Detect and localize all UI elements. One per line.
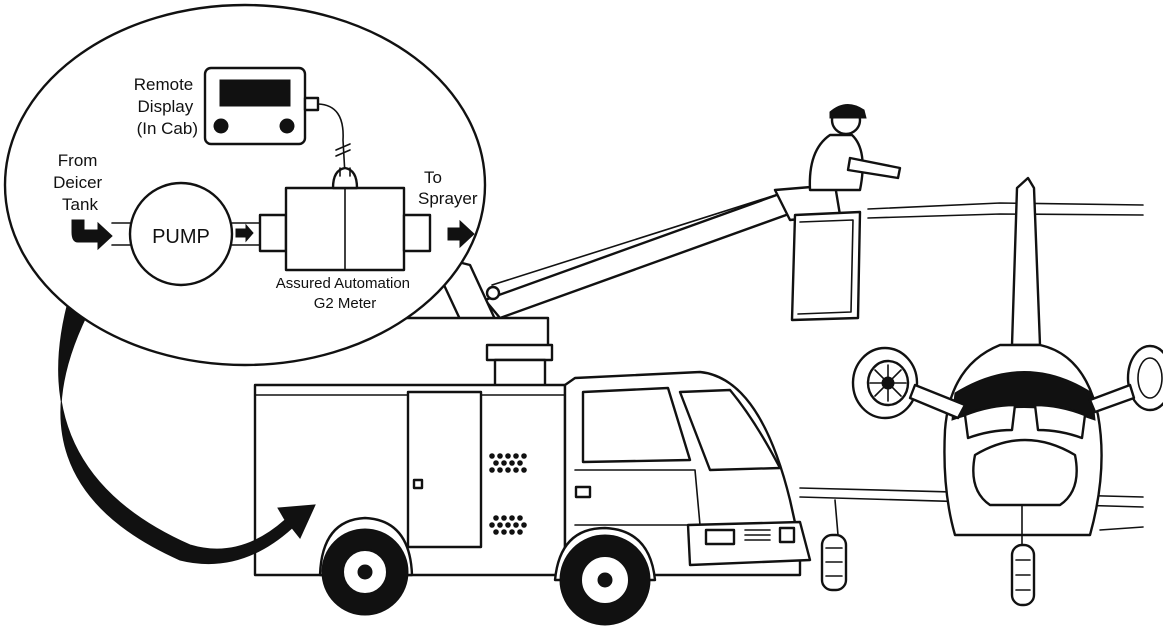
remote-display-label-line2: Display xyxy=(138,97,194,116)
arrow-out-icon xyxy=(447,219,475,249)
remote-display xyxy=(203,66,351,176)
svg-text:From Deicer Tank: From Deicer Tank xyxy=(53,151,107,214)
g2-meter xyxy=(258,166,432,272)
front-wheel xyxy=(553,526,657,626)
to-label-line1: To xyxy=(424,168,442,187)
rear-wheel xyxy=(318,516,414,616)
bucket xyxy=(790,210,862,322)
meter-label-line1: Assured Automation xyxy=(276,275,410,292)
remote-display-label-line3: (In Cab) xyxy=(137,119,198,138)
meter-label-line2: G2 Meter xyxy=(314,295,377,312)
airplane xyxy=(799,176,1163,607)
curved-arrow-icon xyxy=(58,294,316,565)
vent-grille xyxy=(489,453,527,535)
nose-gear xyxy=(1010,504,1036,607)
pump xyxy=(111,181,261,287)
worker xyxy=(808,104,902,192)
main-gear xyxy=(820,499,848,592)
from-label-line2: Deicer xyxy=(53,173,102,192)
pump-label: PUMP xyxy=(152,226,210,248)
svg-text:Assured Automation G2 Me: Assured Automation G2 Meter xyxy=(276,275,414,312)
boom xyxy=(428,183,842,332)
arrow-right-icon xyxy=(235,223,254,243)
engine-right xyxy=(1088,344,1163,414)
from-label-line3: Tank xyxy=(62,195,98,214)
svg-text:Remote Display (In: Remote Display (In Cab) xyxy=(134,75,198,138)
remote-display-label-line1: Remote xyxy=(134,75,194,94)
to-label-line2: Sprayer xyxy=(418,189,478,208)
svg-text:To Sprayer: To Sprayer xyxy=(418,168,478,208)
arrow-in-icon xyxy=(71,219,113,251)
meter-callout: PUMP Remote Display (In Cab) From Deicer… xyxy=(3,3,487,367)
engine-left xyxy=(851,346,967,420)
from-label-line1: From xyxy=(58,151,98,170)
truck xyxy=(253,316,812,626)
